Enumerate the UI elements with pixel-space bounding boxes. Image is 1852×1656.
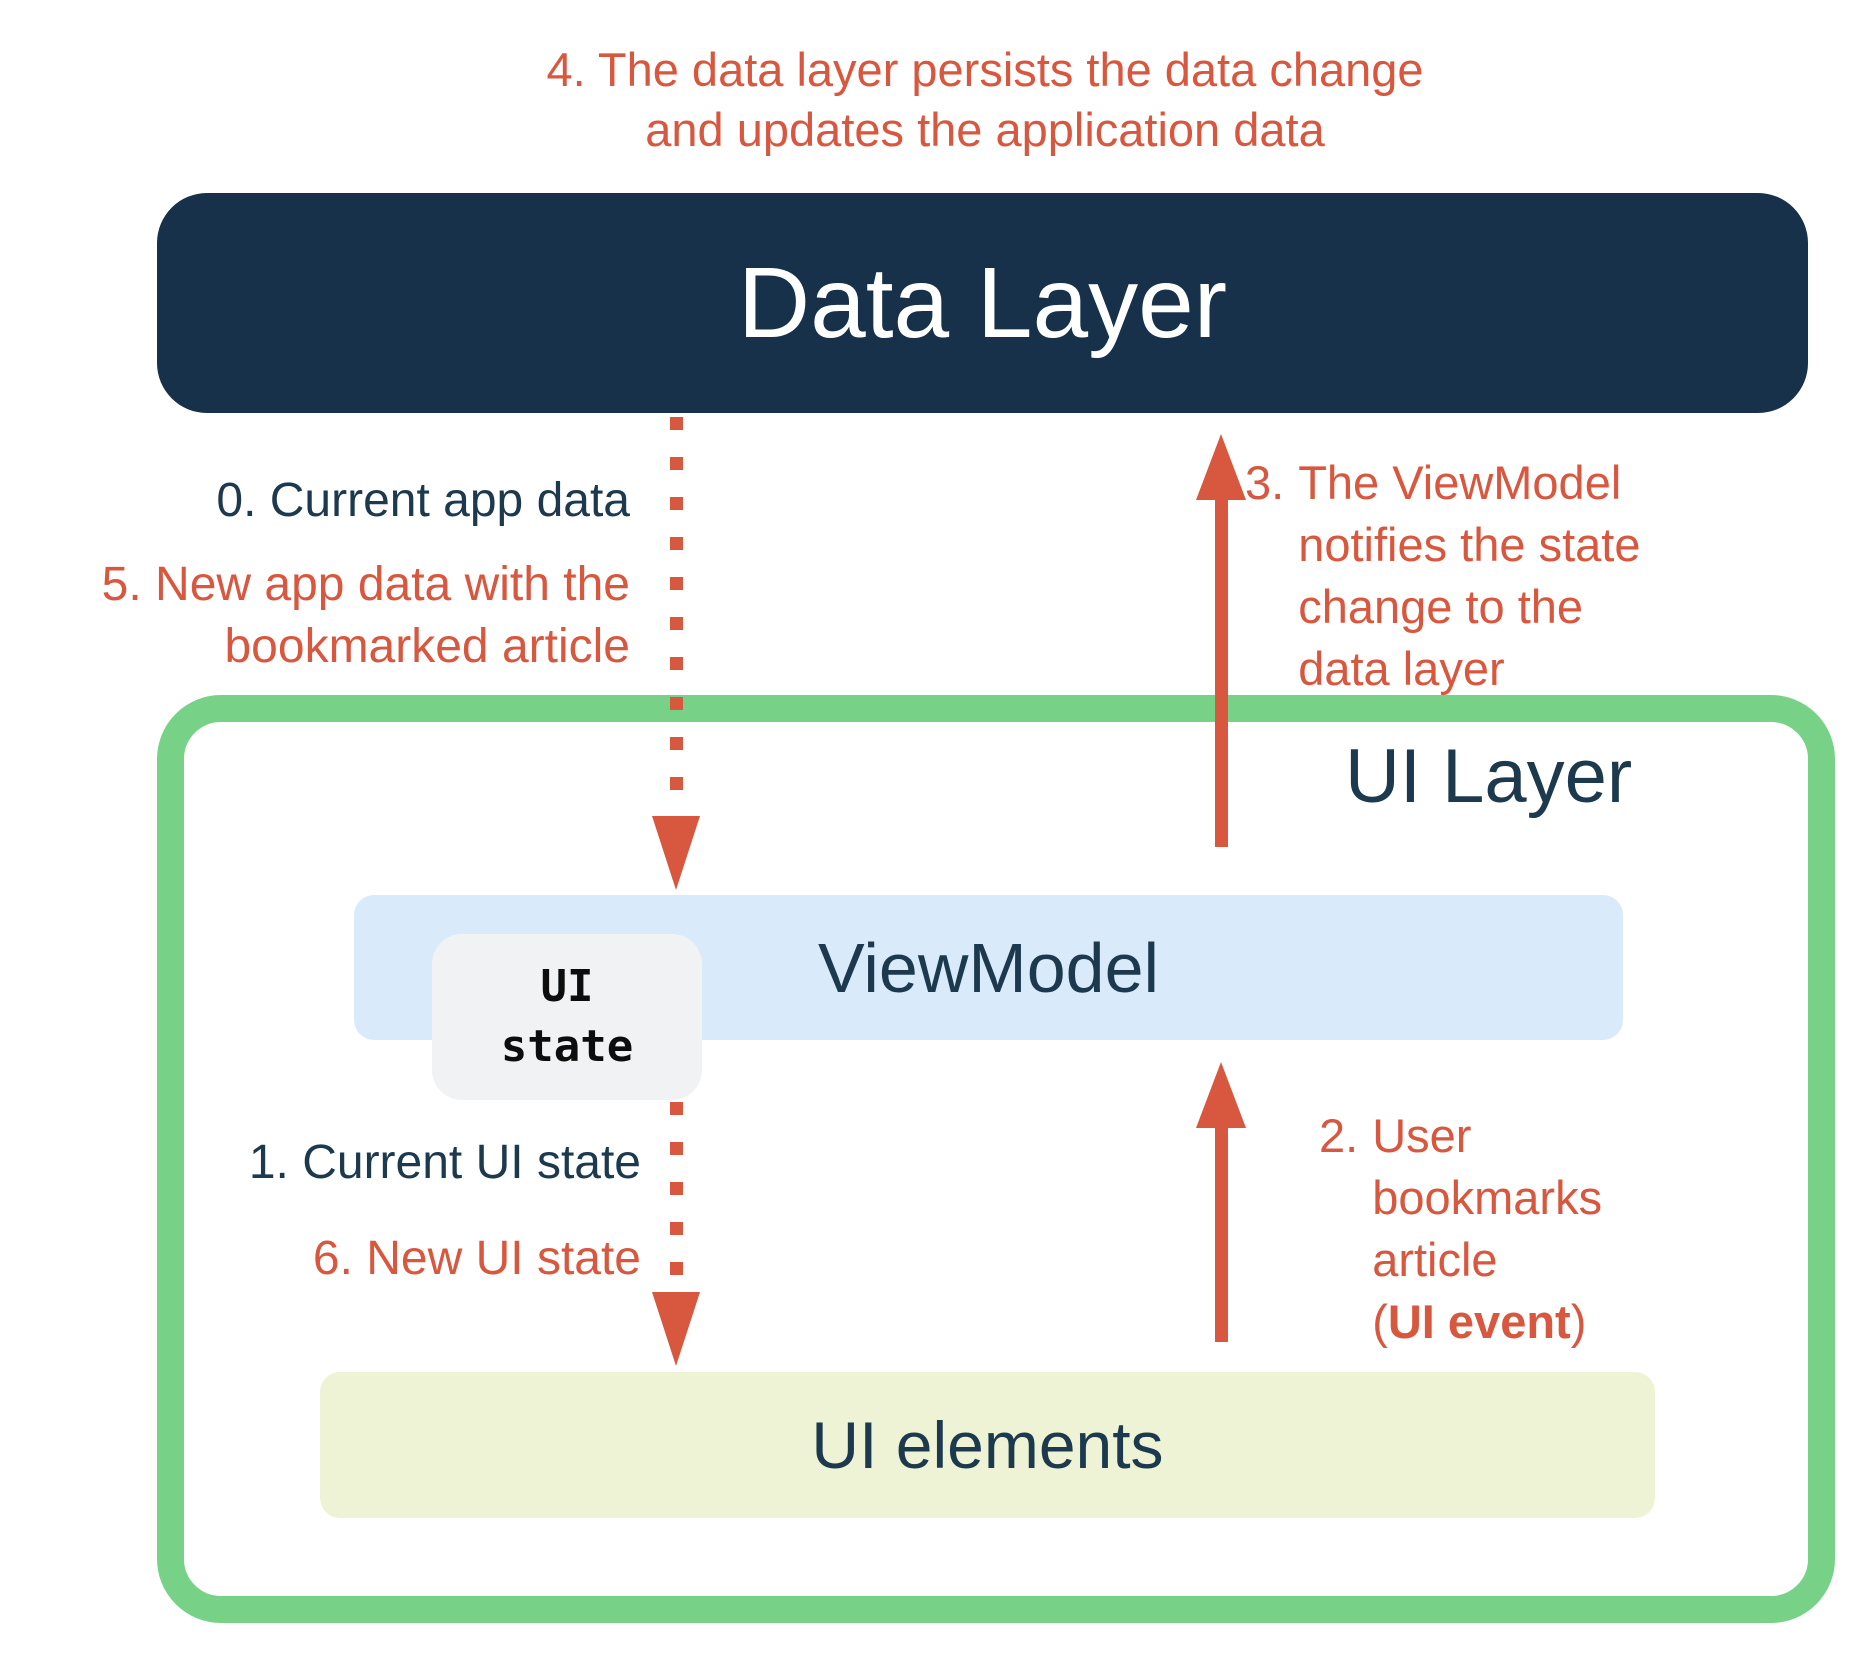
data-layer-box: Data Layer <box>157 193 1808 413</box>
down-arrowhead-icon <box>652 1292 700 1366</box>
step2-line: article <box>1372 1233 1498 1286</box>
step5-label-line1: 5. New app data with the <box>101 558 630 611</box>
step1-label: 1. Current UI state <box>248 1136 641 1189</box>
step4-caption: 4. The data layer persists the data chan… <box>120 40 1850 160</box>
step4-caption-line1: 4. The data layer persists the data chan… <box>546 43 1424 96</box>
step3-arrow-shaft <box>1215 492 1228 847</box>
step2-event-post: ) <box>1570 1295 1587 1348</box>
step3-line: notifies the state <box>1298 518 1641 571</box>
up-arrowhead-icon <box>1196 434 1246 500</box>
step2-line: User <box>1372 1109 1472 1162</box>
step2-arrow-shaft <box>1215 1120 1228 1342</box>
step2-lines: User bookmarks article (UI event) <box>1372 1105 1602 1353</box>
ui-elements-box: UI elements <box>320 1372 1655 1518</box>
step3-line: data layer <box>1298 642 1505 695</box>
ui-state-chip-line1: UI <box>540 961 594 1012</box>
step2-event-bold: UI event <box>1387 1295 1571 1348</box>
ui-layer-box <box>157 695 1835 1623</box>
step6-label: 6. New UI state <box>312 1232 641 1285</box>
step2-line: bookmarks <box>1372 1171 1603 1224</box>
step3-line: change to the <box>1298 580 1584 633</box>
ui-elements-title: UI elements <box>811 1408 1164 1482</box>
step3-line: The ViewModel <box>1298 456 1622 509</box>
ui-layer-title: UI Layer <box>1345 734 1633 819</box>
data-layer-title: Data Layer <box>737 246 1228 359</box>
step3-number: 3. <box>1245 456 1285 509</box>
down-arrowhead-icon <box>652 816 700 890</box>
step4-caption-line2: and updates the application data <box>645 103 1325 156</box>
step3-label: 3. The ViewModel notifies the state chan… <box>1245 452 1640 700</box>
step0-label: 0. Current app data <box>216 474 630 527</box>
step5-label: 5. New app data with the bookmarked arti… <box>0 554 630 678</box>
step5-label-line2: bookmarked article <box>224 620 630 673</box>
viewmodel-title: ViewModel <box>817 928 1160 1007</box>
step2-event-pre: ( <box>1372 1295 1388 1348</box>
up-arrowhead-icon <box>1196 1062 1246 1128</box>
ui-state-chip: UI state <box>432 934 702 1100</box>
step3-lines: The ViewModel notifies the state change … <box>1298 452 1640 700</box>
dashed-app-data-arrow-line <box>670 417 683 813</box>
step2-label: 2. User bookmarks article (UI event) <box>1319 1105 1602 1353</box>
ui-state-chip-line2: state <box>500 1021 634 1072</box>
step2-number: 2. <box>1319 1109 1359 1162</box>
dashed-ui-state-arrow-line <box>670 1102 683 1290</box>
step2-line: (UI event) <box>1372 1291 1602 1353</box>
